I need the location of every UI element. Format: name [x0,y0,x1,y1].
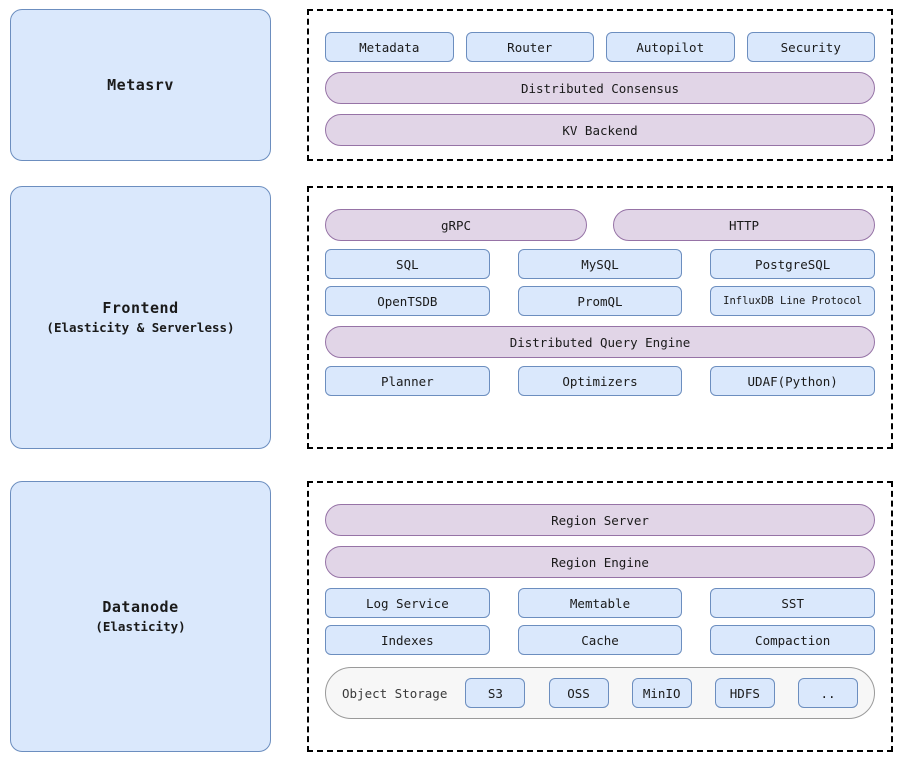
metasrv-consensus-row: Distributed Consensus [325,72,875,104]
metasrv-kv-backend-row: KV Backend [325,114,875,146]
node-postgresql[interactable]: PostgreSQL [710,249,876,279]
node-planner[interactable]: Planner [325,366,490,396]
node-sql[interactable]: SQL [325,249,490,279]
node-minio[interactable]: MinIO [631,678,692,708]
tier-group-metasrv: Metadata Router Autopilot Security Distr… [307,9,893,161]
frontend-dialects-row-1: SQL MySQL PostgreSQL [325,249,876,279]
node-region-server[interactable]: Region Server [325,504,875,536]
node-indexes[interactable]: Indexes [325,625,490,655]
node-log-service[interactable]: Log Service [325,588,490,618]
tier-title-frontend: Frontend [102,299,179,318]
tier-panel-frontend[interactable]: Frontend (Elasticity & Serverless) [10,186,271,449]
frontend-protocols-row: gRPC HTTP [325,209,875,241]
node-security[interactable]: Security [746,32,875,62]
node-autopilot[interactable]: Autopilot [606,32,735,62]
node-kv-backend[interactable]: KV Backend [325,114,875,146]
node-compaction[interactable]: Compaction [710,625,876,655]
tier-panel-metasrv[interactable]: Metasrv [10,9,271,161]
node-distributed-consensus[interactable]: Distributed Consensus [325,72,875,104]
tier-group-frontend: gRPC HTTP SQL MySQL PostgreSQL OpenTSDB … [307,186,893,449]
frontend-engine-parts-row: Planner Optimizers UDAF(Python) [325,366,876,396]
tier-subtitle-frontend: (Elasticity & Serverless) [46,319,235,335]
tier-panel-datanode[interactable]: Datanode (Elasticity) [10,481,271,752]
node-memtable[interactable]: Memtable [517,588,683,618]
node-s3[interactable]: S3 [465,678,526,708]
node-opentsdb[interactable]: OpenTSDB [325,286,490,316]
frontend-dialects-row-2: OpenTSDB PromQL InfluxDB Line Protocol [325,286,876,316]
frontend-query-engine-row: Distributed Query Engine [325,326,875,358]
object-storage-container: Object Storage S3 OSS MinIO HDFS .. [325,667,875,719]
datanode-object-storage-row: Object Storage S3 OSS MinIO HDFS .. [325,667,875,719]
node-oss[interactable]: OSS [548,678,609,708]
node-more[interactable]: .. [797,678,858,708]
node-distributed-query-engine[interactable]: Distributed Query Engine [325,326,875,358]
tier-subtitle-datanode: (Elasticity) [95,618,186,634]
node-http[interactable]: HTTP [613,209,875,241]
node-udaf-python[interactable]: UDAF(Python) [710,366,876,396]
tier-title-metasrv: Metasrv [107,75,174,94]
node-metadata[interactable]: Metadata [325,32,454,62]
tier-group-datanode: Region Server Region Engine Log Service … [307,481,893,752]
node-region-engine[interactable]: Region Engine [325,546,875,578]
node-influxdb-line-protocol[interactable]: InfluxDB Line Protocol [710,286,876,316]
datanode-region-server-row: Region Server [325,504,875,536]
datanode-storage-row-1: Log Service Memtable SST [325,588,876,618]
tier-title-datanode: Datanode [102,598,179,617]
node-grpc[interactable]: gRPC [325,209,587,241]
datanode-region-engine-row: Region Engine [325,546,875,578]
node-router[interactable]: Router [465,32,594,62]
node-optimizers[interactable]: Optimizers [517,366,683,396]
node-promql[interactable]: PromQL [517,286,683,316]
object-storage-label: Object Storage [342,685,448,701]
node-hdfs[interactable]: HDFS [714,678,775,708]
node-mysql[interactable]: MySQL [517,249,683,279]
metasrv-services-row: Metadata Router Autopilot Security [325,32,875,62]
datanode-storage-row-2: Indexes Cache Compaction [325,625,876,655]
node-sst[interactable]: SST [710,588,876,618]
node-cache[interactable]: Cache [517,625,683,655]
